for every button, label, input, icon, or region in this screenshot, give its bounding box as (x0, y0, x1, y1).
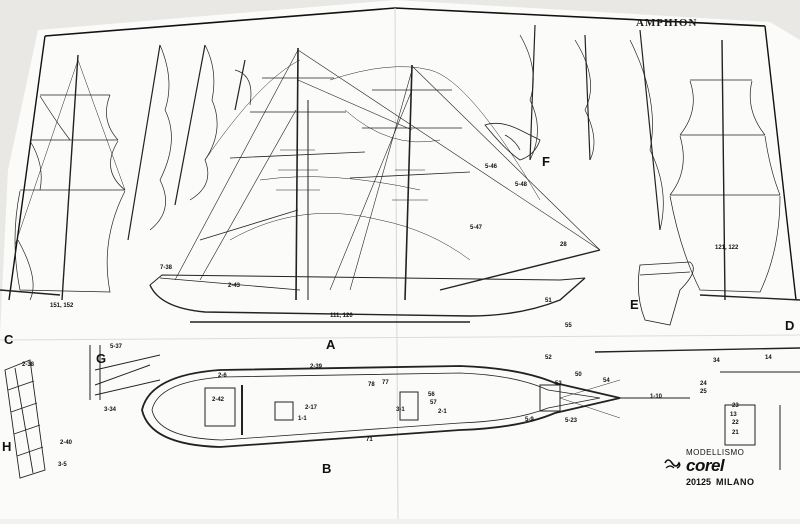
part-number: 2-17 (305, 405, 318, 411)
part-number: 2-40 (60, 440, 73, 446)
bowsprit-detail (594, 347, 800, 470)
part-number: 51 (545, 298, 552, 304)
corel-logo: MODELLISMO corel 20125 MILANO (664, 448, 760, 498)
label-view-F: F (542, 154, 550, 169)
elevation-A (149, 47, 601, 323)
detail-G (89, 345, 161, 400)
logo-city: MILANO (716, 477, 755, 487)
corel-wave-icon (664, 459, 681, 469)
plan-title: AMPHION (636, 17, 698, 29)
logo-postcode: 20125 (686, 477, 712, 487)
part-number: 22 (732, 420, 739, 426)
part-number: 52 (545, 355, 552, 361)
part-number: 78 (368, 382, 375, 388)
part-number: 2-42 (212, 397, 225, 403)
sail-view-D (669, 39, 800, 301)
part-number: 111, 120 (330, 313, 353, 319)
part-number: 3-5 (58, 462, 67, 468)
part-number: 34 (713, 358, 720, 364)
label-view-E: E (630, 297, 639, 312)
part-number: 71 (366, 437, 373, 443)
label-view-B: B (322, 461, 332, 476)
part-number: 77 (382, 380, 389, 386)
part-number: 2-43 (228, 283, 241, 289)
part-number: 1-10 (650, 394, 663, 400)
detail-H (4, 359, 46, 479)
label-view-C: C (4, 332, 14, 347)
part-number: 5-46 (485, 164, 498, 170)
part-number: 53 (555, 381, 562, 387)
part-number: 2-6 (218, 373, 227, 379)
logo-brand: corel (686, 456, 725, 475)
part-number: 57 (430, 400, 437, 406)
label-view-G: G (96, 351, 107, 366)
part-number: 54 (603, 378, 610, 384)
label-view-A: A (326, 337, 336, 352)
part-number: 55 (565, 323, 572, 329)
part-number: 13 (730, 412, 737, 418)
logo-line-modellismo: MODELLISMO (686, 448, 745, 457)
part-number: 3-1 (396, 407, 405, 413)
detail-E (637, 261, 694, 326)
part-number: 50 (575, 372, 582, 378)
part-number: 56 (428, 392, 435, 398)
sail-views-fore-aft (127, 24, 664, 241)
part-number: 5-48 (515, 182, 528, 188)
part-number: 23 (732, 403, 739, 409)
detail-F (484, 122, 541, 161)
part-number: 2-39 (310, 364, 323, 370)
part-number: 5-37 (110, 344, 123, 350)
part-number: 21 (732, 430, 739, 436)
part-number: 14 (765, 355, 772, 361)
part-number: 1-1 (298, 416, 307, 422)
part-number: 5-23 (565, 418, 578, 424)
part-number: 121, 122 (715, 245, 739, 251)
part-number: 5-47 (470, 225, 483, 231)
part-number: 28 (560, 242, 567, 248)
label-view-H: H (2, 439, 12, 454)
part-number: 7-38 (160, 265, 173, 271)
part-number: 151, 152 (50, 303, 74, 309)
part-number: 2-1 (438, 409, 447, 415)
deck-plan-B (141, 365, 690, 448)
sail-view-C (0, 54, 126, 301)
part-number: 24 (700, 381, 707, 387)
part-number: 2-38 (22, 362, 35, 368)
part-number: 25 (700, 389, 707, 395)
label-view-D: D (785, 318, 795, 333)
part-number: 3-34 (104, 407, 117, 413)
part-number: 5-9 (525, 417, 534, 423)
